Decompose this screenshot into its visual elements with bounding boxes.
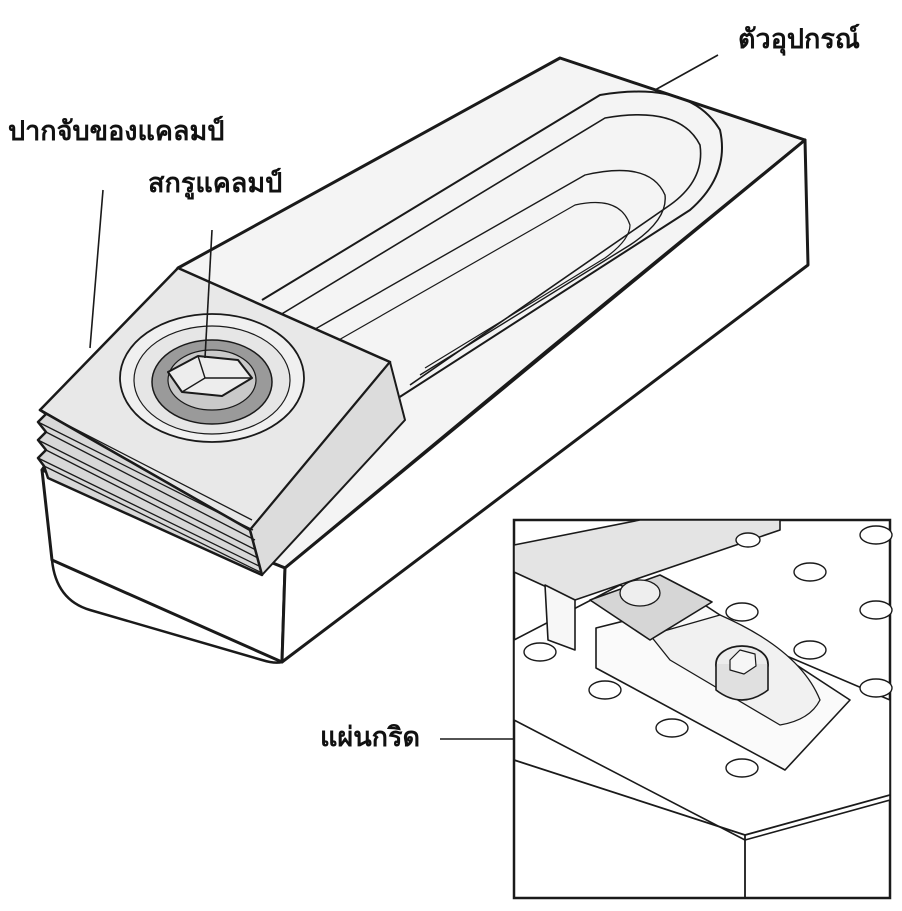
leader-clamp-screw <box>204 229 213 359</box>
grid-hole <box>793 562 827 582</box>
inset-grid-plate-detail <box>512 518 893 900</box>
grid-hole <box>588 680 622 700</box>
slot-outer <box>261 90 723 401</box>
jaw-serrations <box>37 413 261 573</box>
grid-hole <box>859 678 893 698</box>
clamp-screw <box>167 355 253 397</box>
grid-hole <box>735 532 761 548</box>
label-fixture-body: ตัวอุปกรณ์ <box>738 24 860 55</box>
grid-hole <box>655 718 689 738</box>
inset-clamp-screw-body <box>715 664 769 701</box>
slot-inner-1 <box>279 114 702 386</box>
leader-fixture-body <box>654 54 719 91</box>
grid-hole <box>859 525 893 545</box>
inset-jaw-screw <box>619 579 661 607</box>
inset-block-side <box>544 584 576 651</box>
grid-hole <box>725 602 759 622</box>
label-clamp-jaw: ปากจับของแคลมป์ <box>8 116 225 147</box>
grid-hole <box>859 600 893 620</box>
fixture-base-edge <box>50 559 283 664</box>
grid-hole <box>523 642 557 662</box>
inset-block-top <box>513 519 781 601</box>
grid-hole <box>725 758 759 778</box>
label-clamp-screw: สกรูแคลมป์ <box>148 168 283 199</box>
inset-screw-hex <box>729 649 757 675</box>
grid-hole <box>793 640 827 660</box>
slot-inner-2 <box>309 169 666 376</box>
inset-grid-holes <box>523 525 893 778</box>
slot-inner-3 <box>329 201 631 369</box>
fixture-side-face <box>280 138 810 664</box>
leader-clamp-jaw <box>89 189 104 349</box>
label-grid-plate: แผ่นกริด <box>320 722 421 753</box>
screw-hex-inner <box>181 355 252 393</box>
jaw-serrated-face <box>36 408 264 577</box>
leader-lines <box>89 54 719 740</box>
